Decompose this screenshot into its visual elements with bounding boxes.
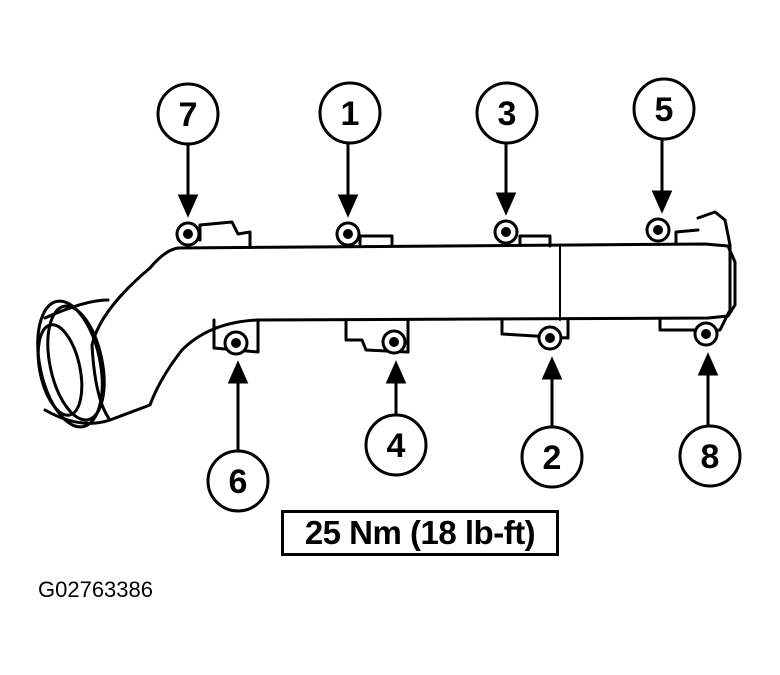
bolt-label: 5 [655, 91, 674, 129]
callout-circle [520, 425, 584, 489]
arrow-down-icon [177, 194, 199, 218]
torque-spec-box: 25 Nm (18 lb-ft) [281, 510, 559, 556]
callout-circle [206, 449, 270, 513]
arrow-down-icon [337, 194, 359, 218]
callout-circle [475, 81, 539, 145]
arrow-up-icon [541, 356, 563, 380]
end-flange [696, 210, 732, 334]
bolt-label: 8 [701, 438, 720, 476]
arrow-up-icon [385, 360, 407, 384]
inlet-ring-inner [36, 323, 84, 417]
arrow-down-icon [651, 190, 673, 214]
callout-circle [318, 81, 382, 145]
bolt-label: 7 [179, 96, 198, 134]
bolt-label: 3 [498, 95, 517, 133]
callout-circle [156, 82, 220, 146]
arrow-up-icon [227, 360, 249, 384]
bolt-label: 6 [229, 463, 248, 501]
manifold-tube [90, 242, 737, 422]
callout-circle [364, 413, 428, 477]
arrow-down-icon [495, 192, 517, 216]
inlet-ring-mid [46, 304, 106, 422]
bolt-label: 4 [387, 427, 406, 465]
bolt-label: 2 [543, 439, 562, 477]
callout-circle [632, 77, 696, 141]
figure-id: G02763386 [38, 577, 153, 602]
arrow-up-icon [697, 352, 719, 376]
bolt-label: 1 [341, 95, 360, 133]
callout-circle [678, 424, 742, 488]
